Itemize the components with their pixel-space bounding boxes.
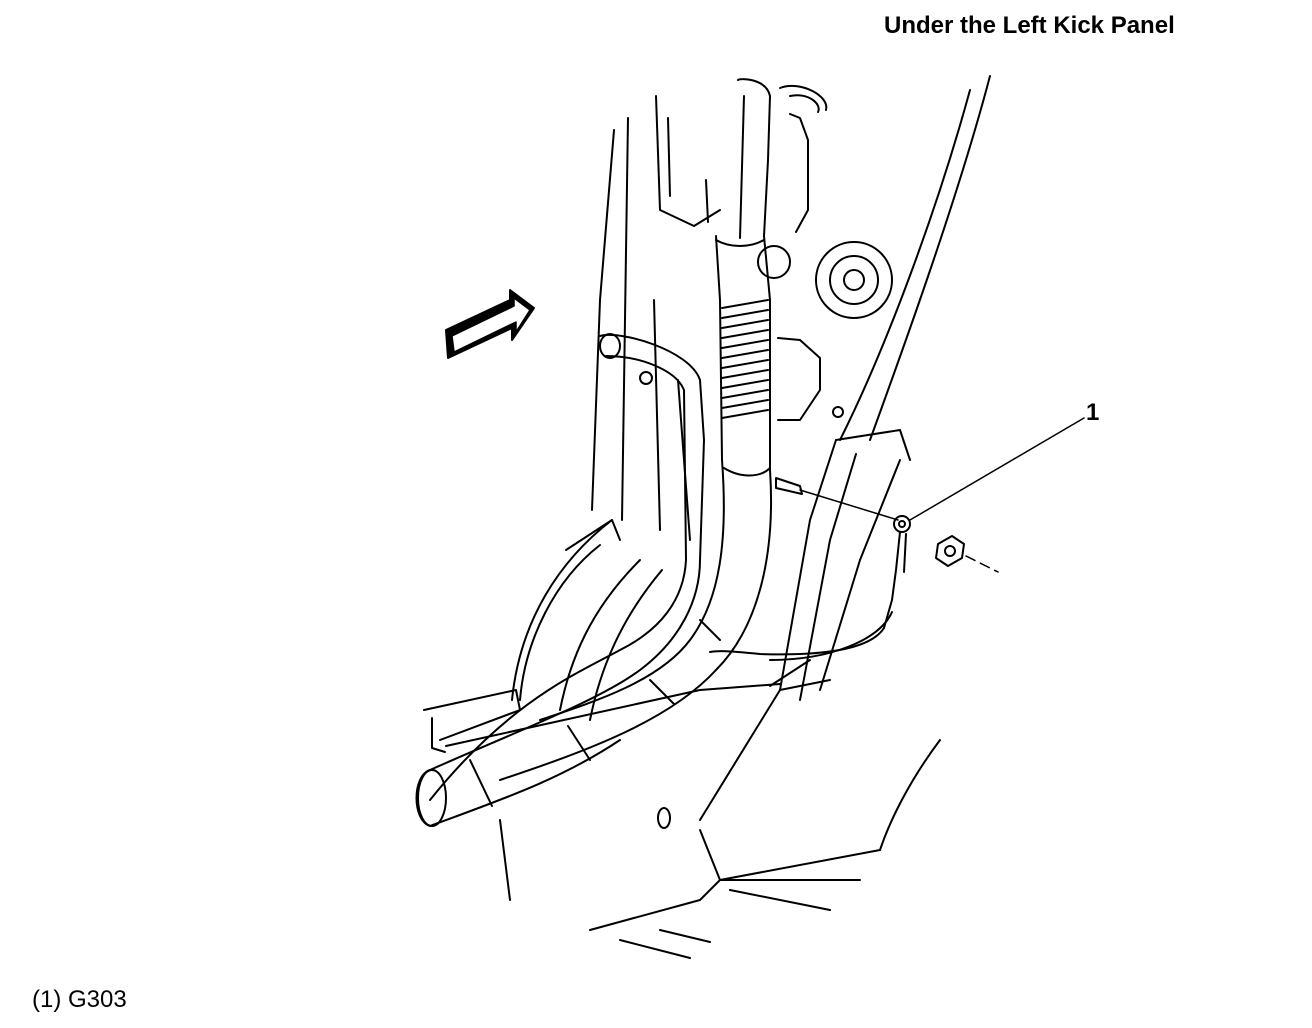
callout-1-leader <box>909 417 1085 521</box>
callout-1-label: 1 <box>1086 399 1099 426</box>
sill-wiring-harness <box>415 333 721 827</box>
vertical-wiring-harness <box>499 78 773 781</box>
a-pillar-structure <box>423 95 811 753</box>
body-panel <box>499 75 991 959</box>
forward-direction-arrow <box>445 289 535 359</box>
diagram-title: Under the Left Kick Panel <box>884 12 1175 39</box>
legend: (1) G303 <box>32 986 127 1014</box>
ground-stud-assembly <box>709 477 999 661</box>
legend-item-1: (1) G303 <box>32 986 127 1013</box>
ground-eyelet <box>893 515 911 533</box>
body-grommets <box>639 84 893 829</box>
